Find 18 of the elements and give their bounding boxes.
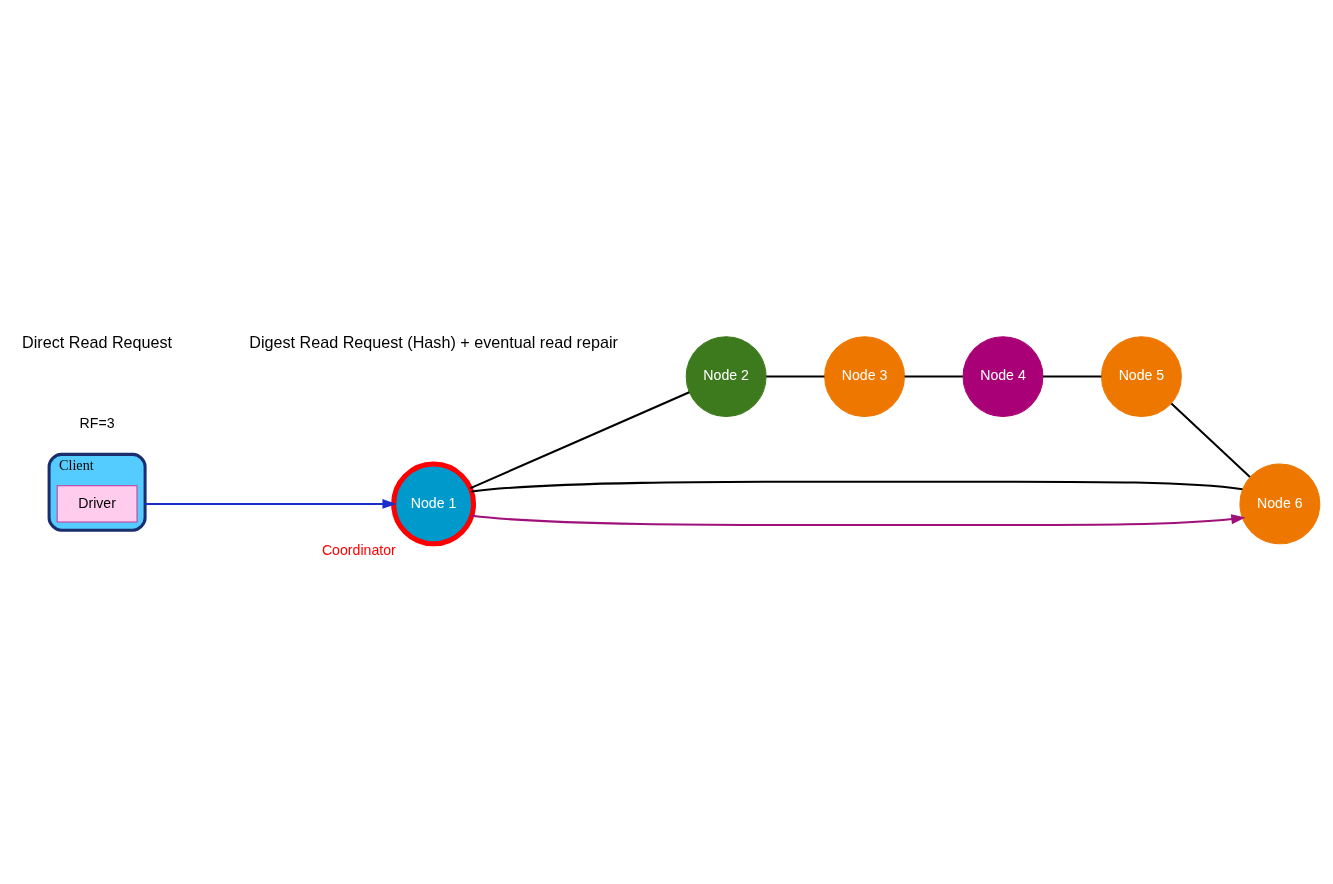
node-circle: Node 3 [824, 335, 905, 417]
connector [470, 390, 690, 489]
legend-label: Digest Read Request (Hash) + eventual read repair [249, 332, 618, 351]
connector [471, 480, 1243, 492]
legend-label: Direct Read Request [22, 332, 173, 351]
connector [766, 375, 825, 378]
arrow [145, 498, 397, 509]
arrow [471, 513, 1246, 526]
node-circle: Node 2 [685, 335, 767, 417]
connector [904, 375, 963, 378]
label: RF=3 [79, 414, 115, 431]
node-box: Driver [56, 484, 138, 523]
connector [1043, 375, 1102, 378]
node-circle: Node 6 [1239, 462, 1321, 544]
node-circle: Node 5 [1101, 335, 1182, 417]
connector [1170, 402, 1251, 478]
node-circle: Node 1 [391, 460, 477, 546]
node-circle: Node 4 [962, 335, 1044, 417]
